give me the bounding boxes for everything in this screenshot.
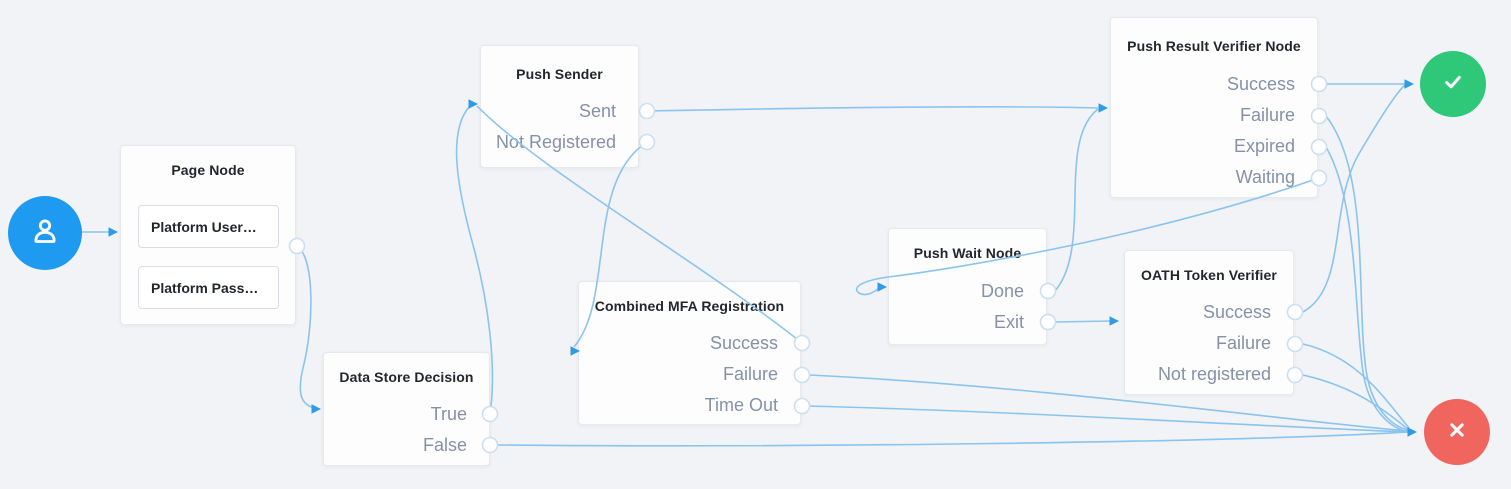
connector-sent[interactable] xyxy=(638,102,656,120)
outcome-true: True xyxy=(430,404,467,424)
node-push-result-verifier[interactable]: Push Result Verifier Node Success Failur… xyxy=(1110,17,1318,198)
outcome-sent: Sent xyxy=(578,101,616,121)
outcome-done: Done xyxy=(980,281,1024,301)
node-title: Push Wait Node xyxy=(913,245,1022,261)
edge-pr-failure-to-failure[interactable] xyxy=(1325,115,1409,431)
outcome-success: Success xyxy=(709,333,778,353)
edge-oath-failure-to-failure[interactable] xyxy=(1302,343,1410,429)
outcome-success: Success xyxy=(1226,74,1295,94)
arrowhead-oath-input xyxy=(1109,316,1119,326)
node-title: Page Node xyxy=(171,162,245,178)
node-title: Data Store Decision xyxy=(339,369,474,385)
node-combined-mfa-registration[interactable]: Combined MFA Registration Success Failur… xyxy=(578,281,801,425)
node-title: Push Result Verifier Node xyxy=(1127,38,1301,54)
edge-sent-to-push-result[interactable] xyxy=(646,105,1099,112)
edge-oath-success-to-success[interactable] xyxy=(1302,84,1406,313)
arrowhead-failure-input xyxy=(1407,427,1417,437)
node-title: OATH Token Verifier xyxy=(1141,267,1277,283)
arrowhead-success-input xyxy=(1404,79,1414,89)
arrowhead-push-wait-input xyxy=(877,282,887,292)
outcome-success: Success xyxy=(1202,302,1271,322)
outcome-failure: Failure xyxy=(722,364,778,384)
edge-exit-to-oath[interactable] xyxy=(1054,320,1111,323)
edge-mfa-timeout-to-failure[interactable] xyxy=(805,405,1409,433)
node-oath-token-verifier[interactable]: OATH Token Verifier Success Failure Not … xyxy=(1124,250,1294,395)
outcome-expired: Expired xyxy=(1233,136,1295,156)
outcome-not-registered: Not registered xyxy=(1157,364,1271,384)
node-push-sender[interactable]: Push Sender Sent Not Registered xyxy=(480,45,639,168)
node-title: Push Sender xyxy=(516,66,603,82)
node-title: Combined MFA Registration xyxy=(594,298,785,314)
edge-page-to-data-store[interactable] xyxy=(296,245,315,409)
arrowhead-data-store-input xyxy=(311,404,321,414)
arrowhead-page-input xyxy=(108,227,118,237)
edge-done-to-push-result[interactable] xyxy=(1054,108,1099,292)
edge-false-to-failure[interactable] xyxy=(496,431,1409,447)
outcome-failure: Failure xyxy=(1215,333,1271,353)
outcome-time-out: Time Out xyxy=(704,395,778,415)
edge-pr-expired-to-failure[interactable] xyxy=(1325,146,1409,433)
outcome-waiting: Waiting xyxy=(1235,167,1295,187)
outcome-failure: Failure xyxy=(1239,105,1295,125)
connector-not-registered[interactable] xyxy=(638,133,656,151)
user-icon xyxy=(27,213,63,254)
node-data-store-decision[interactable]: Data Store Decision True False xyxy=(323,352,490,466)
outcome-not-registered: Not Registered xyxy=(495,132,616,152)
x-icon xyxy=(1442,415,1472,450)
edge-oath-not-registered-to-failure[interactable] xyxy=(1302,374,1410,431)
start-node[interactable] xyxy=(8,196,82,270)
node-page[interactable]: Page Node Platform User… Platform Pass… xyxy=(120,145,296,325)
edge-mfa-failure-to-failure[interactable] xyxy=(808,374,1409,432)
failure-node[interactable] xyxy=(1424,399,1490,465)
arrowhead-push-result-input xyxy=(1098,103,1108,113)
outcome-exit: Exit xyxy=(993,312,1024,332)
success-node[interactable] xyxy=(1420,51,1486,117)
page-item-platform-password[interactable]: Platform Pass… xyxy=(138,266,279,309)
node-push-wait[interactable]: Push Wait Node Done Exit xyxy=(888,228,1047,345)
arrowhead-push-sender-input xyxy=(468,99,478,109)
outcome-false: False xyxy=(422,435,467,455)
check-icon xyxy=(1438,67,1468,102)
page-item-platform-username[interactable]: Platform User… xyxy=(138,205,279,248)
